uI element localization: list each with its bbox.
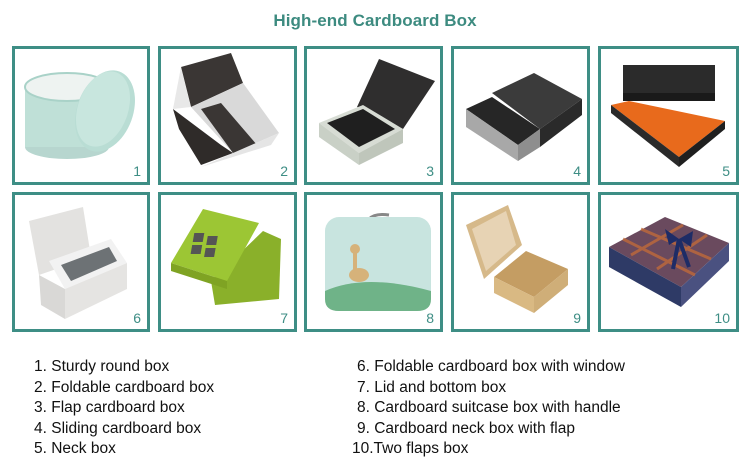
product-tile-9[interactable]: 9 [451,192,590,332]
legend-item: 2. Foldable cardboard box [34,378,215,396]
legend-item: 9. Cardboard neck box with flap [357,419,575,437]
tile-number: 6 [133,310,141,326]
product-tile-8[interactable]: 8 [304,192,443,332]
sliding-cardboard-box-image [466,73,582,161]
legend-item: 7. Lid and bottom box [357,378,507,396]
product-tile-4[interactable]: 4 [451,46,590,185]
sturdy-round-box-image [24,70,135,159]
tile-number: 7 [280,310,288,326]
product-tile-3[interactable]: 3 [304,46,443,185]
neck-box-image [611,65,725,167]
tile-number: 5 [722,163,730,179]
tile-number: 4 [573,163,581,179]
suitcase-box-with-handle-image [325,213,431,311]
foldable-cardboard-box-image [173,53,279,167]
neck-box-with-flap-image [466,205,568,313]
tile-number: 8 [426,310,434,326]
page-title: High-end Cardboard Box [273,11,477,30]
product-tile-1[interactable]: 1 [12,46,150,185]
legend-item: 1. Sturdy round box [34,358,170,375]
legend-right: 6. Foldable cardboard box with window 7.… [352,357,625,460]
product-tile-10[interactable]: 10 [598,192,739,332]
flap-cardboard-box-image [319,59,435,165]
tile-number: 10 [714,310,730,326]
tile-number: 3 [426,163,434,179]
legend-item: 8. Cardboard suitcase box with handle [357,399,621,416]
product-tile-6[interactable]: 6 [12,192,150,332]
two-flaps-box-image [609,217,729,307]
legend-left: 1. Sturdy round box 2. Foldable cardboar… [34,357,214,460]
legend-item: 5. Neck box [34,440,116,457]
tile-number: 2 [280,163,288,179]
legend-item: 10.Two flaps box [352,440,469,457]
product-tile-5[interactable]: 5 [598,46,739,185]
lid-and-bottom-box-image [171,209,281,305]
legend-item: 6. Foldable cardboard box with window [357,358,625,375]
tile-number: 1 [133,163,141,179]
legend-item: 4. Sliding cardboard box [34,419,202,437]
legend-item: 3. Flap cardboard box [34,399,185,416]
foldable-box-with-window-image [29,207,127,319]
product-tile-2[interactable]: 2 [158,46,297,185]
tile-number: 9 [573,310,581,326]
product-tile-7[interactable]: 7 [158,192,297,332]
